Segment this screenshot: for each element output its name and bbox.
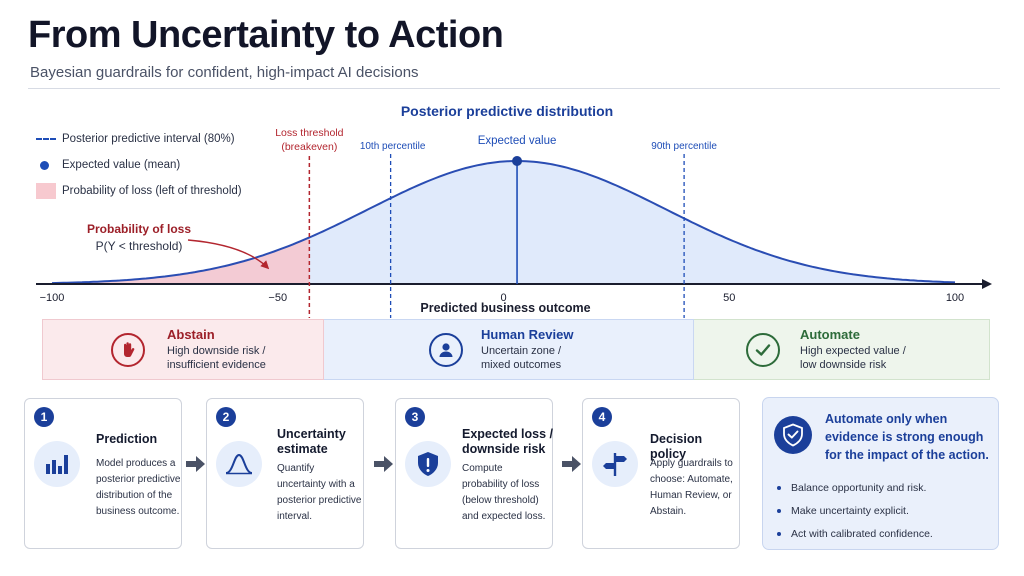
list-item: Act with calibrated confidence.	[777, 522, 933, 545]
step-card-uncertainty: 2 Uncertainty estimate Quantify uncertai…	[206, 398, 364, 549]
step-desc: Compute probability of loss (below thres…	[462, 463, 546, 522]
list-item: Make uncertainty explicit.	[777, 499, 933, 522]
page-title: From Uncertainty to Action	[28, 14, 504, 56]
bullet-text: Act with calibrated confidence.	[791, 527, 933, 540]
x-tick-label: 100	[946, 292, 964, 304]
zone-desc-line: low downside risk	[800, 359, 887, 371]
zone-title: Automate	[800, 327, 860, 342]
zone-title: Abstain	[167, 327, 215, 342]
loss-area	[52, 237, 310, 284]
guardrail-callout: Automate only when evidence is strong en…	[762, 397, 999, 550]
loss-threshold-sublabel: (breakeven)	[281, 141, 337, 153]
step-number: 3	[405, 407, 425, 427]
bell-curve-icon	[216, 441, 262, 487]
step-title: Expected loss / downside risk	[462, 427, 554, 456]
legend-item-interval: Posterior predictive interval (80%)	[36, 126, 242, 152]
loss-threshold-label: Loss threshold	[275, 127, 343, 139]
prob-loss-arrow	[187, 239, 270, 270]
dashed-line-icon	[36, 138, 56, 140]
mean-point	[512, 156, 523, 166]
stop-hand-icon	[111, 332, 145, 367]
zone-desc-line: insufficient evidence	[167, 359, 266, 371]
signpost-icon	[592, 441, 638, 487]
p10-label: 10th percentile	[360, 141, 426, 152]
x-axis-label: Predicted business outcome	[420, 301, 590, 315]
zone-desc-line: High expected value /	[800, 345, 906, 357]
pink-swatch-icon	[36, 183, 56, 199]
header-divider	[28, 88, 1000, 89]
checkmark-icon	[746, 332, 780, 367]
zone-abstain: Abstain High downside risk / insufficien…	[42, 319, 324, 380]
decision-zones: Abstain High downside risk / insufficien…	[42, 319, 990, 380]
zone-desc-line: High downside risk /	[167, 345, 266, 357]
list-item: Balance opportunity and risk.	[777, 476, 933, 499]
x-tick-label: −100	[40, 292, 65, 304]
step-number: 1	[34, 407, 54, 427]
step-card-decision-policy: 4 Decision policy Apply guardrails to ch…	[582, 398, 740, 549]
x-tick-label: 0	[500, 292, 506, 304]
prob-loss-formula: P(Y < threshold)	[96, 239, 183, 253]
flow-arrow-icon	[374, 456, 393, 472]
flow-arrow-icon	[186, 456, 205, 472]
bar-chart-icon	[34, 441, 80, 487]
legend-label: Expected value (mean)	[62, 159, 181, 171]
p90-label: 90th percentile	[651, 141, 717, 152]
legend-label: Probability of loss (left of threshold)	[62, 185, 242, 197]
chart-legend: Posterior predictive interval (80%) Expe…	[36, 126, 242, 204]
step-card-expected-loss: 3 Expected loss / downside risk Compute …	[395, 398, 553, 549]
step-number: 2	[216, 407, 236, 427]
expected-value-label: Expected value	[478, 135, 557, 147]
posterior-chart: Posterior predictive distribution Loss t…	[36, 103, 992, 318]
zone-automate: Automate High expected value / low downs…	[694, 319, 990, 380]
bullet-icon	[777, 508, 781, 513]
step-desc: Apply guardrails to choose: Automate, Hu…	[650, 458, 733, 517]
x-tick-label: 50	[723, 292, 735, 304]
legend-item-loss: Probability of loss (left of threshold)	[36, 178, 242, 204]
person-icon	[429, 332, 463, 367]
bullet-text: Balance opportunity and risk.	[791, 481, 927, 494]
callout-bullets: Balance opportunity and risk. Make uncer…	[777, 476, 933, 545]
dot-icon	[40, 160, 49, 170]
x-tick-label: −50	[268, 292, 287, 304]
step-title: Decision policy	[650, 432, 703, 461]
x-axis-arrowhead	[982, 279, 992, 289]
zone-title: Human Review	[481, 327, 574, 342]
step-title: Prediction	[96, 432, 158, 446]
page-subtitle: Bayesian guardrails for confident, high-…	[30, 64, 419, 81]
zone-human-review: Human Review Uncertain zone / mixed outc…	[324, 319, 694, 380]
bullet-icon	[777, 531, 781, 536]
callout-headline: Automate only when evidence is strong en…	[825, 412, 989, 462]
step-card-prediction: 1 Prediction Model produces a posterior …	[24, 398, 182, 549]
flow-arrow-icon	[562, 456, 581, 472]
zone-desc-line: mixed outcomes	[481, 359, 562, 371]
chart-title: Posterior predictive distribution	[401, 103, 613, 119]
step-title: Uncertainty estimate	[277, 427, 346, 456]
legend-label: Posterior predictive interval (80%)	[62, 133, 235, 145]
shield-alert-icon	[405, 441, 451, 487]
legend-item-mean: Expected value (mean)	[36, 152, 242, 178]
zone-desc-line: Uncertain zone /	[481, 345, 562, 357]
step-number: 4	[592, 407, 612, 427]
step-desc: Model produces a posterior predictive di…	[96, 458, 181, 517]
density-curve	[51, 160, 956, 285]
bullet-icon	[777, 485, 781, 490]
prob-loss-title: Probability of loss	[87, 222, 191, 236]
shield-check-icon	[774, 416, 812, 454]
step-desc: Quantify uncertainty with a posterior pr…	[277, 463, 362, 522]
bullet-text: Make uncertainty explicit.	[791, 504, 909, 517]
